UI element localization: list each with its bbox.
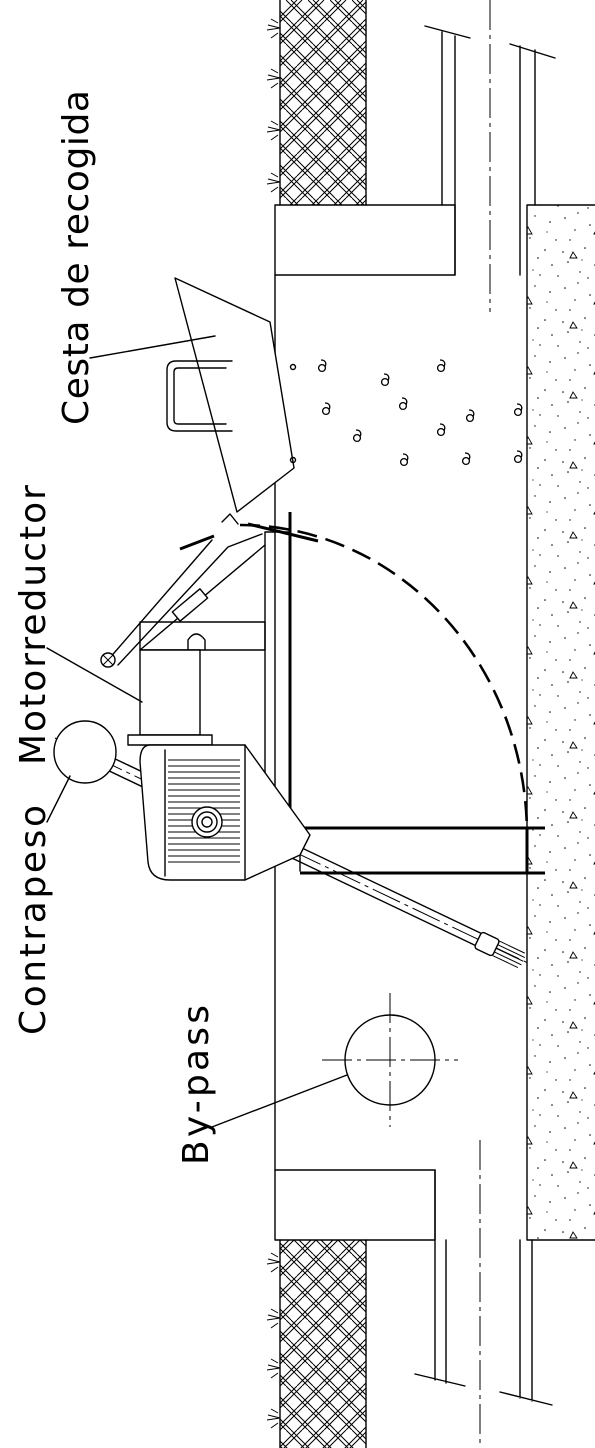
gear-motor [139,744,311,881]
leader-bypass [211,1074,348,1128]
rake-sweep-arc [239,523,529,836]
shaft-inner [201,816,213,828]
rake-blade [247,522,319,543]
ground-hatch-top [280,0,366,205]
collection-basket [174,277,295,513]
basket-rivet [289,456,297,464]
support-beam [139,621,266,651]
brush [474,931,526,969]
rake-arm [107,533,266,666]
beam-bracket [187,633,206,651]
leader-contrapeso [46,775,71,823]
label-contrapeso: Contrapeso [13,805,54,1035]
brush-bristles [492,940,526,969]
brush-head [474,931,500,957]
concrete-floor-slab [527,205,595,1240]
gear-motor-divider [164,744,246,881]
label-bypass: By-pass [176,1005,217,1165]
ground-hatch-bottom [280,1240,366,1448]
ground-surface-top [279,0,367,206]
gear-reducer-body [139,649,201,736]
inlet-pipe [424,25,556,276]
label-cesta-de-recogida: Cesta de recogida [56,90,97,425]
shaft-middle [196,811,218,833]
basket-rivet [289,363,297,371]
gear-reducer-flange [127,734,213,746]
label-motorreductor: Motorreductor [13,485,54,765]
bypass-centerlines [322,993,458,1127]
rake-tip [221,513,239,525]
ground-surface-bottom [279,1239,367,1448]
basket-handle [166,360,233,432]
rake-arm-clamp [171,588,209,622]
pivot-joint-cross [102,654,114,666]
leader-motorreductor [46,647,143,703]
rake-arm-handle [179,534,215,551]
counterweight [53,720,117,784]
slab-outline [526,204,595,1241]
outlet-pipe [414,1169,553,1406]
leader-cesta [89,335,216,359]
screen-bars [290,826,545,875]
grass-tufts [266,18,281,1429]
